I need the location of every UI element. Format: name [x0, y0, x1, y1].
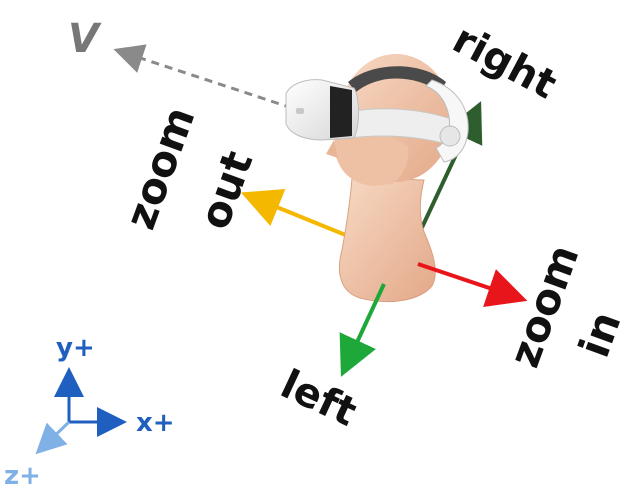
zoom-in-label-line1: zoom [499, 238, 588, 373]
coordinate-axes: y+ x+ z+ [4, 333, 175, 491]
z-axis-label: z+ [4, 461, 41, 491]
vr-headset-mannequin-icon [285, 54, 469, 303]
right-label: right [445, 16, 563, 108]
zoom-in-label-line2: in [569, 305, 630, 363]
view-label: V [68, 16, 102, 62]
zoom-in-arrow [417, 262, 528, 308]
view-direction-arrow [113, 44, 293, 110]
x-axis-label: x+ [136, 408, 175, 438]
y-axis-label: y+ [56, 333, 95, 363]
left-label: left [274, 361, 364, 435]
z-axis-arrow [35, 420, 71, 455]
zoom-out-label-line2: out [189, 145, 262, 236]
left-arrow [339, 283, 386, 377]
zoom-out-arrow [240, 189, 349, 238]
